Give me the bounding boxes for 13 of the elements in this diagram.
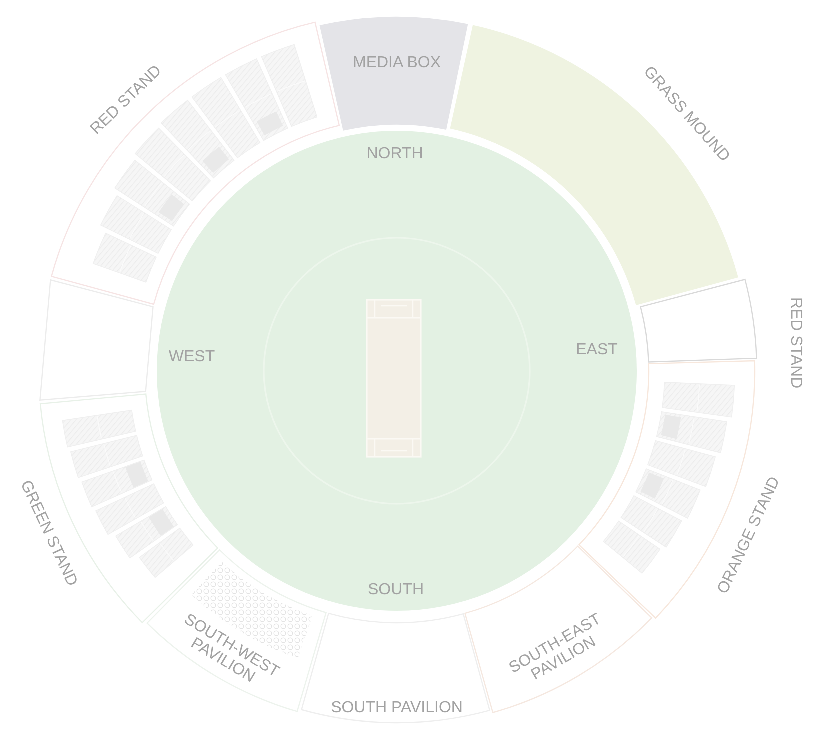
pavilion-section bbox=[464, 545, 653, 714]
media-box-section bbox=[318, 16, 470, 132]
pavilion-section bbox=[300, 612, 491, 724]
stand-section bbox=[39, 279, 155, 402]
grass-mound-area bbox=[449, 24, 740, 307]
direction-label: SOUTH bbox=[368, 582, 424, 600]
section-label: RED STAND bbox=[786, 298, 804, 389]
section-label: SOUTH PAVILION bbox=[331, 700, 463, 718]
direction-label: NORTH bbox=[366, 146, 424, 164]
section-label: MEDIA BOX bbox=[352, 56, 442, 72]
direction-label: WEST bbox=[168, 350, 216, 366]
direction-label: EAST bbox=[576, 342, 618, 360]
pavilion-section bbox=[146, 549, 328, 713]
